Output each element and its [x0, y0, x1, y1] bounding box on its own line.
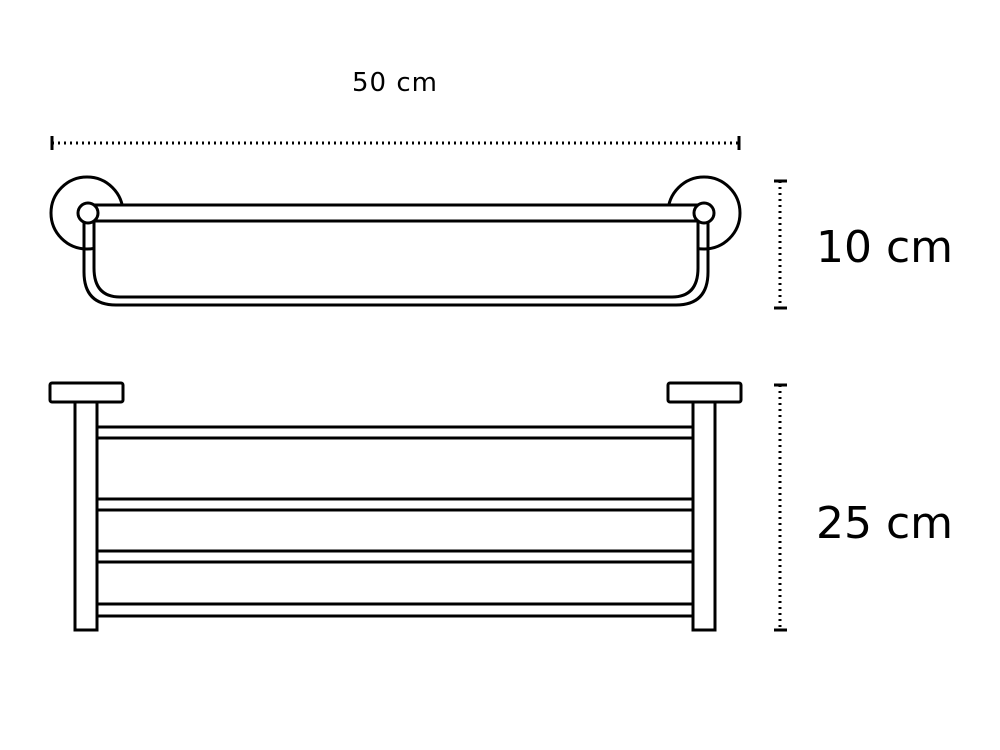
- height-dimension-line: [774, 383, 787, 632]
- right-joint: [692, 201, 716, 225]
- left-post: [73, 400, 99, 632]
- top-view: [49, 175, 742, 307]
- height-label: 25 cm: [816, 498, 954, 549]
- right-mount-plate: [666, 381, 743, 404]
- width-dimension-line: [50, 136, 741, 150]
- depth-dimension-line: [774, 179, 787, 310]
- shelf-bar: [95, 497, 695, 512]
- left-mount-plate: [48, 381, 125, 404]
- front-view: [48, 381, 743, 632]
- depth-label: 10 cm: [816, 222, 954, 273]
- shelf-bar: [95, 549, 695, 564]
- right-post: [691, 400, 717, 632]
- top-rail: [85, 203, 706, 223]
- left-joint: [76, 201, 100, 225]
- width-label: 50 cm: [352, 68, 438, 98]
- shelf-bar: [95, 602, 695, 618]
- shelf-bar: [95, 425, 695, 440]
